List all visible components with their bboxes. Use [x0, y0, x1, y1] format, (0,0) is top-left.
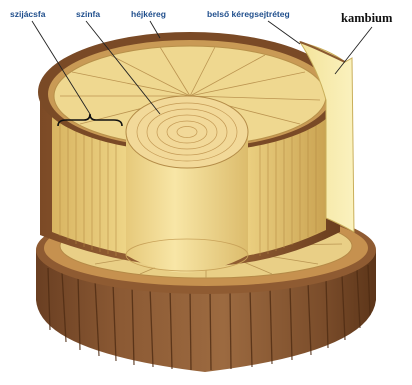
- leader-line-inner-bark: [268, 21, 300, 44]
- label-heartwood: szinfa: [76, 10, 100, 19]
- leader-line-cambium: [335, 27, 372, 74]
- label-cambium: kambium: [341, 12, 392, 25]
- heartwood-column: [126, 96, 248, 273]
- label-sapwood: szijácsfa: [10, 10, 45, 19]
- label-bark: héjkéreg: [131, 10, 166, 19]
- label-inner-bark: belső kéregsejtréteg: [207, 10, 290, 19]
- heartwood-top-face: [126, 96, 248, 168]
